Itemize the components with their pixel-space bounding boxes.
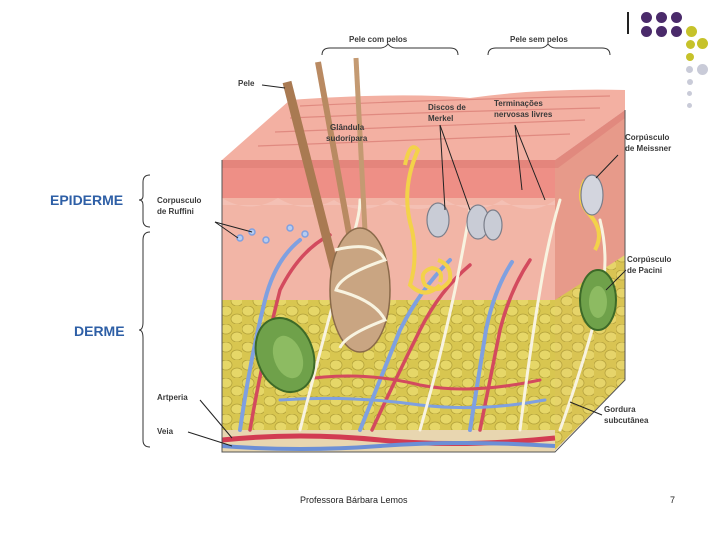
corner-dot — [641, 12, 652, 23]
corner-dot — [656, 12, 667, 23]
pacinian-core-right — [589, 286, 607, 318]
label-pacini-1: Corpúsculo — [627, 255, 672, 264]
bracket-pele-com-pelos — [321, 43, 459, 56]
corner-dot — [686, 40, 695, 49]
corner-dot — [641, 26, 652, 37]
corner-dot — [656, 26, 667, 37]
sweat-gland — [420, 258, 453, 291]
block-outline — [221, 110, 626, 453]
label-meissner-1: Corpúsculo — [625, 133, 670, 142]
label-meissner-2: de Meissner — [625, 144, 671, 153]
label-terminacoes-2: nervosas livres — [494, 110, 553, 119]
sensory-nerve-yellow — [403, 145, 442, 295]
pacinian-core-left — [272, 335, 304, 379]
label-pele-com-pelos: Pele com pelos — [349, 35, 408, 44]
label-derme: DERME — [74, 323, 125, 339]
corner-dot — [687, 91, 692, 96]
footer-page-number: 7 — [670, 495, 676, 505]
hair-follicle — [329, 227, 391, 353]
corner-dot — [697, 38, 708, 49]
corner-dot — [671, 26, 682, 37]
corner-divider-line — [627, 12, 629, 34]
bracket-pele-sem-pelos — [487, 43, 611, 56]
label-veia: Veia — [157, 427, 174, 436]
merkel-discs — [426, 202, 503, 241]
corner-dot — [671, 12, 682, 23]
label-gordura-2: subcutânea — [604, 416, 649, 425]
label-pele-sem-pelos: Pele sem pelos — [510, 35, 568, 44]
corner-dot — [687, 79, 693, 85]
dermal-vessels — [238, 233, 547, 432]
leader-lines — [187, 84, 627, 447]
label-ruffini-1: Corpusculo — [157, 196, 202, 205]
corner-dot — [687, 103, 692, 108]
label-pacini-2: de Pacini — [627, 266, 662, 275]
label-terminacoes-1: Terminações — [494, 99, 543, 108]
vein-main — [221, 441, 556, 451]
skin-top-edge — [222, 110, 625, 168]
label-discos-1: Discos de — [428, 103, 466, 112]
label-epiderme: EPIDERME — [50, 192, 123, 208]
epidermis-wave — [222, 198, 555, 209]
skin-top-surface — [222, 89, 625, 160]
corner-dot — [697, 64, 708, 75]
corner-dot — [686, 66, 693, 73]
label-gordura-1: Gordura — [604, 405, 636, 414]
corner-dot — [686, 53, 694, 61]
bracket-derme — [138, 231, 151, 448]
label-ruffini-2: de Ruffini — [157, 207, 194, 216]
label-discos-2: Merkel — [428, 114, 453, 123]
label-arteria: Artperia — [157, 393, 188, 402]
bracket-epiderme — [138, 174, 151, 228]
footer-author: Professora Bárbara Lemos — [300, 495, 408, 505]
label-pele: Pele — [238, 79, 255, 88]
follicle-nerve-wrap — [334, 245, 388, 349]
meissner-corpuscle — [580, 174, 604, 216]
corner-dot — [686, 26, 697, 37]
ruffini-endings — [236, 224, 309, 244]
label-glandula-2: sudorípara — [326, 134, 368, 143]
skin-top-ridges — [257, 95, 611, 147]
label-glandula-1: Glândula — [330, 123, 365, 132]
